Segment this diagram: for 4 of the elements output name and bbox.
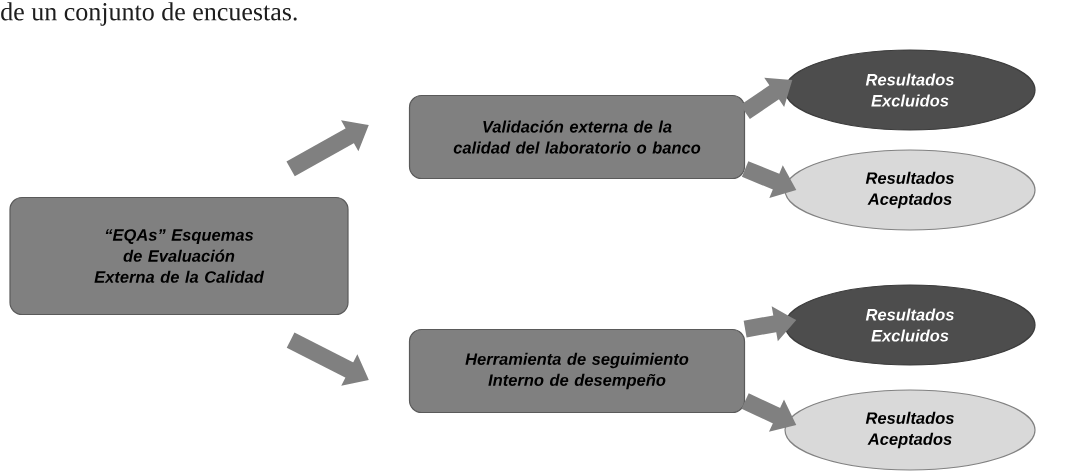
process-box: “EQAs” Esquemas de Evaluación Externa de la Calidad <box>9 196 349 316</box>
process-box: Validación externa de la calidad del laboratorio o banco <box>408 94 746 180</box>
caption-text: de un conjunto de encuestas. <box>1 2 297 26</box>
process-box: Herramienta de seguimiento Interno de desempeño <box>408 328 746 414</box>
